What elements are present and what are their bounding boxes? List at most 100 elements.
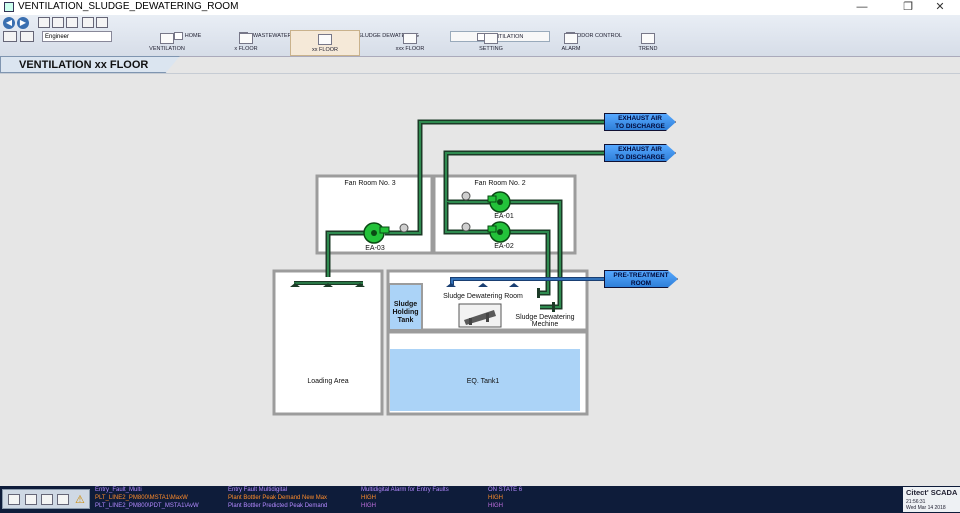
alarm-state[interactable]: ON STATE 6 bbox=[488, 487, 523, 493]
page-icon bbox=[564, 33, 578, 44]
fan-room-2-label: Fan Room No. 2 bbox=[474, 180, 526, 187]
fan-ea02-label: EA-02 bbox=[494, 243, 514, 250]
flag-2-line2: TO DISCHARGE bbox=[615, 154, 665, 161]
window-title-bar: VENTILATION_SLUDGE_DEWATERING_ROOM — ❐ ✕ bbox=[0, 0, 960, 15]
fan-ea03-label: EA-03 bbox=[365, 245, 385, 252]
sludge-holding-label: Sludge Holding Tank bbox=[392, 301, 419, 324]
user-field[interactable]: Engineer bbox=[42, 31, 112, 42]
page-title: VENTILATION xx FLOOR bbox=[0, 56, 180, 73]
flag-1-line2: TO DISCHARGE bbox=[615, 123, 665, 130]
flag-1-line1: EXHAUST AIR bbox=[618, 115, 662, 122]
alarm-state[interactable]: HIGH bbox=[488, 503, 503, 509]
sub-tab[interactable]: SETTING bbox=[456, 30, 526, 56]
alarm-silence-icon[interactable] bbox=[25, 494, 37, 505]
duct-ea01-suction-inner bbox=[510, 201, 561, 308]
sub-tab-label: xxx FLOOR bbox=[395, 46, 425, 52]
minimize-button[interactable]: — bbox=[856, 1, 868, 13]
alarm-cat[interactable]: HIGH bbox=[361, 503, 376, 509]
sub-tab[interactable]: ALARM bbox=[536, 30, 606, 56]
sub-tab-label: ALARM bbox=[561, 46, 581, 52]
sub-tab[interactable]: xx FLOOR bbox=[290, 30, 360, 56]
duct-ea01-discharge-inner bbox=[445, 152, 605, 203]
sub-tab[interactable]: VENTILATION bbox=[132, 30, 202, 56]
fan-room-3 bbox=[315, 174, 434, 255]
up-icon[interactable] bbox=[96, 17, 108, 28]
exhaust-discharge-flag-2[interactable]: EXHAUST AIR TO DISCHARGE bbox=[604, 144, 676, 162]
eq-tank-water bbox=[390, 349, 580, 411]
fan-ea01-icon[interactable] bbox=[487, 191, 511, 213]
alarm-toolbar: ⚠ bbox=[2, 489, 90, 509]
pretreatment-room-flag[interactable]: PRE-TREATMENT ROOM bbox=[604, 270, 678, 288]
flag-3-line1: PRE-TREATMENT bbox=[613, 272, 669, 279]
back-icon[interactable]: ◀ bbox=[3, 17, 15, 29]
title-divider bbox=[0, 73, 960, 74]
alarm-list-icon[interactable] bbox=[41, 494, 53, 505]
page-icon bbox=[160, 33, 174, 44]
status-panel: Citect' SCADA 21:56:31 Wed Mar 14 2018 bbox=[903, 487, 960, 512]
page-icon bbox=[484, 33, 498, 44]
alarm-state[interactable]: HIGH bbox=[488, 495, 503, 501]
navigation-toolbar: ◀ ▶ Engineer HOME [ WASTEWATER TREATMENT … bbox=[0, 15, 960, 57]
top-tab-label: VENTILATION bbox=[487, 34, 524, 40]
alarm-desc[interactable]: Plant Bottler Peak Demand New Max bbox=[228, 495, 328, 501]
alarm-ack-icon[interactable] bbox=[8, 494, 20, 505]
top-tab[interactable]: HOME bbox=[150, 31, 225, 42]
exhaust-discharge-flag-1[interactable]: EXHAUST AIR TO DISCHARGE bbox=[604, 113, 676, 131]
sub-tab[interactable]: TREND bbox=[613, 30, 683, 56]
clock-date: Wed Mar 14 2018 bbox=[906, 505, 946, 511]
alarm-banner bbox=[0, 486, 960, 513]
dewatering-machine-icon[interactable] bbox=[458, 303, 502, 328]
loading-area-label: Loading Area bbox=[307, 378, 349, 385]
page-next-icon[interactable] bbox=[66, 17, 78, 28]
fan-ea02-icon[interactable] bbox=[487, 221, 511, 243]
page-icon bbox=[641, 33, 655, 44]
dewatering-diffusers bbox=[446, 283, 519, 287]
alarm-print-icon[interactable] bbox=[57, 494, 69, 505]
fan-ea01-label: EA-01 bbox=[494, 213, 514, 220]
page-icon bbox=[318, 34, 332, 45]
brand-label: Citect' SCADA bbox=[906, 488, 958, 497]
dewatering-machine-label: Sludge Dewatering Mechine bbox=[515, 314, 575, 328]
top-tab-label: [ WASTEWATER TREATMENT ] bbox=[250, 33, 329, 39]
alarm-cat[interactable]: HIGH bbox=[361, 495, 376, 501]
sub-tab-label: xx FLOOR bbox=[312, 47, 338, 53]
duct-ea02-link-inner bbox=[445, 202, 492, 233]
page-prev-icon[interactable] bbox=[52, 17, 64, 28]
user-icon[interactable] bbox=[20, 31, 34, 42]
alarm-cat[interactable]: Multidigital Alarm for Entry Faults bbox=[361, 487, 449, 493]
fan-ea03-icon[interactable] bbox=[363, 222, 390, 244]
alarm-tag[interactable]: Entry_Fault_Multi bbox=[95, 487, 142, 493]
alarm-tag[interactable]: PLT_LINE2_PM800\PDT_MSTA1\AvW bbox=[95, 503, 199, 509]
top-tab[interactable]: VENTILATION bbox=[450, 31, 550, 42]
eq-tank-label: EQ. Tank1 bbox=[466, 378, 500, 385]
duct-pretreatment-inner bbox=[451, 278, 605, 285]
sub-tab[interactable]: x FLOOR bbox=[211, 30, 281, 56]
page-icon bbox=[403, 33, 417, 44]
printer-icon[interactable] bbox=[3, 31, 17, 42]
forward-icon[interactable]: ▶ bbox=[17, 17, 29, 29]
alarm-desc[interactable]: Entry Fault Multidigital bbox=[228, 487, 288, 493]
window-title: VENTILATION_SLUDGE_DEWATERING_ROOM bbox=[18, 1, 239, 12]
duct-ea02-suction-inner bbox=[510, 231, 549, 294]
duct-ea03-discharge-inner bbox=[385, 121, 605, 234]
close-button[interactable]: ✕ bbox=[935, 1, 945, 13]
home-icon[interactable] bbox=[82, 17, 94, 28]
sub-tab-label: SETTING bbox=[479, 46, 503, 52]
clock-time: 21:56:31 bbox=[906, 499, 926, 505]
sub-tab-label: TREND bbox=[638, 46, 658, 52]
page-icon[interactable] bbox=[38, 17, 50, 28]
top-tab-label: SLUDGE DEWATERING bbox=[358, 33, 419, 39]
warning-icon[interactable]: ⚠ bbox=[75, 494, 85, 506]
fan-room-3-label: Fan Room No. 3 bbox=[344, 180, 396, 187]
top-tab-label: HOME bbox=[184, 33, 202, 39]
flag-3-line2: ROOM bbox=[630, 280, 652, 287]
page-icon bbox=[173, 31, 183, 40]
app-icon bbox=[4, 2, 14, 12]
alarm-desc[interactable]: Plant Bottler Predicted Peak Demand bbox=[228, 503, 328, 509]
top-tab-label: ODOR CONTROL bbox=[577, 33, 622, 39]
damper-icons bbox=[399, 191, 471, 233]
alarm-tag[interactable]: PLT_LINE2_PM800\MSTA1\MaxW bbox=[95, 495, 188, 501]
sub-tab[interactable]: xxx FLOOR bbox=[375, 30, 445, 56]
restore-button[interactable]: ❐ bbox=[903, 1, 913, 13]
flag-2-line1: EXHAUST AIR bbox=[618, 146, 662, 153]
